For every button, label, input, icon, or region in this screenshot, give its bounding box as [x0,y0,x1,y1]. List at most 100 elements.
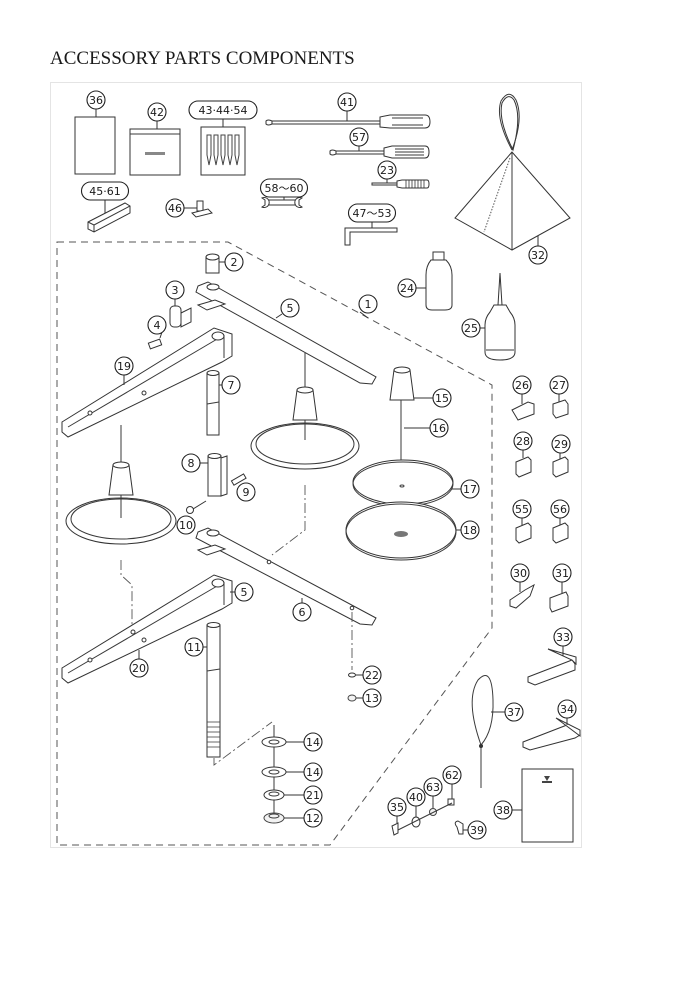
callout-bubble [358,294,378,314]
callout-39: 39 [467,820,487,840]
callout-56: 56 [550,499,570,519]
callout-17: 17 [460,479,480,499]
callout-12: 12 [303,808,323,828]
callout-label: 16 [432,422,446,435]
callout-label: 2 [231,256,238,269]
callout-7: 7 [221,375,241,395]
washer-40 [411,805,421,828]
callout-bubble [549,375,569,395]
callout-28: 28 [513,431,533,451]
oil-bottle-24 [415,251,453,311]
callout-label: 35 [390,801,404,814]
box-42 [129,120,181,176]
callout-label: 22 [365,669,379,682]
callout-bubble [347,203,397,223]
callout-38: 38 [493,800,513,820]
attachment-28 [515,450,532,478]
callout-label: 38 [496,804,510,817]
callout-label: 18 [463,524,477,537]
callout-55: 55 [512,499,532,519]
spool-middle [250,353,360,556]
screw-9 [230,473,247,486]
arm-19 [61,327,233,438]
plate-6 [195,527,377,626]
callout-33: 33 [553,627,573,647]
callout-bubble [510,563,530,583]
attachment-56 [552,518,569,544]
callout-27: 27 [549,375,569,395]
callout-label: 31 [555,567,569,580]
spool-pin-16 [400,400,431,466]
callout-23: 23 [377,160,397,180]
bag-38 [512,768,574,843]
callout-3: 3 [165,280,185,300]
stand-pipe-11 [202,622,273,766]
callout-20: 20 [129,658,149,678]
callout-bubble [423,777,443,797]
callout-label: 32 [531,249,545,262]
callout-label: 47～53 [353,207,392,220]
callout-label: 15 [435,392,449,405]
nut-13 [347,694,364,702]
callout-label: 12 [306,812,320,825]
callout-6: 6 [292,602,312,622]
callout-bubble [114,356,134,376]
callout-bubble [224,252,244,272]
callout-label: 20 [132,662,146,675]
callout-label: 56 [553,503,567,516]
spool-base-17 [352,459,462,507]
callout-label: 3 [172,284,179,297]
dust-cover-32 [454,93,571,251]
callout-label: 9 [243,486,250,499]
attachment-31 [549,582,569,613]
callout-bubble [176,515,196,535]
callout-32: 32 [528,245,548,265]
callout-label: 63 [426,781,440,794]
callout-25: 25 [461,318,481,338]
diagram-frame [50,82,582,848]
callout-label: 8 [188,457,195,470]
clamp-3 [169,298,192,328]
callout-bubble [181,453,201,473]
callout-10: 10 [176,515,196,535]
attachment-55 [515,518,532,544]
callout-label: 5 [287,302,294,315]
callout-bubble [432,388,452,408]
callout-21: 21 [303,785,323,805]
spool-left [65,425,177,632]
callout-bubble [292,602,312,622]
callout-bubble [147,315,167,335]
callout-19: 19 [114,356,134,376]
callout-2: 2 [224,252,244,272]
callout-bubble [377,160,397,180]
callout-bubble [551,434,571,454]
leader-1 [359,311,369,319]
callout-11: 11 [184,637,204,657]
callout-label: 1 [365,298,372,311]
callout-label: 14 [306,736,320,749]
callout-bubble [460,520,480,540]
callout-label: 62 [445,769,459,782]
callout-15: 15 [432,388,452,408]
attachment-30 [509,582,535,609]
callout-label: 46 [168,202,182,215]
callout-14: 14 [303,762,323,782]
callout-24: 24 [397,278,417,298]
callout-label: 39 [470,824,484,837]
callout-label: 21 [306,789,320,802]
callout-bubble [429,418,449,438]
callout-bubble [259,178,309,198]
callout-34: 34 [557,699,577,719]
callout-label: 29 [554,438,568,451]
callout-bubble [387,797,407,817]
screwdriver-57 [329,144,430,159]
spanner-58-60 [260,195,304,208]
callout-bubble [460,479,480,499]
screwdriver-41 [265,110,431,129]
plate-5-upper [195,281,377,385]
callout-5: 5 [234,582,254,602]
screw-62 [447,783,455,806]
callout-label: 58～60 [265,182,304,195]
